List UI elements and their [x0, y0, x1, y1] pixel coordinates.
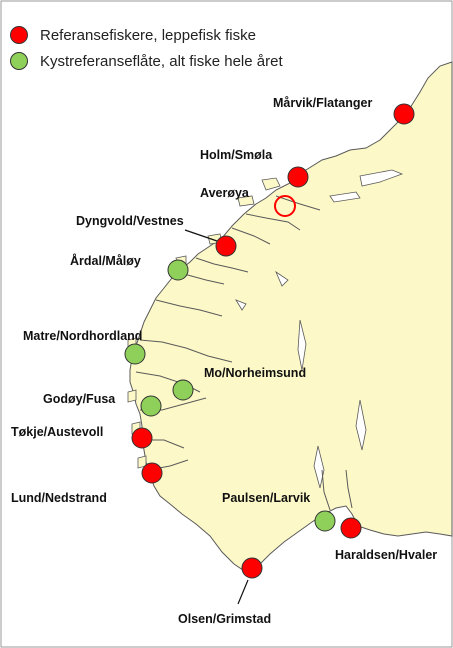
site-label-mo: Mo/Norheimsund — [204, 366, 307, 380]
marker-godoy — [140, 395, 162, 417]
site-label-matre: Matre/Nordhordland — [23, 329, 143, 343]
land-norway — [129, 61, 453, 573]
site-label-ardal: Årdal/Måløy — [70, 254, 141, 268]
site-label-haraldsen: Haraldsen/Hvaler — [335, 548, 438, 562]
site-label-olsen: Olsen/Grimstad — [178, 612, 272, 626]
legend-item-coastal-fleet: Kystreferanseflåte, alt fiske hele året — [10, 48, 283, 74]
site-label-holm: Holm/Smøla — [200, 148, 273, 162]
site-label-tokje: Tøkje/Austevoll — [11, 425, 104, 439]
marker-matre — [124, 343, 146, 365]
marker-averoya — [274, 195, 296, 217]
legend-item-reference-fishers: Referansefiskere, leppefisk fiske — [10, 22, 283, 48]
marker-haraldsen — [340, 517, 362, 539]
marker-lund — [141, 462, 163, 484]
marker-paulsen — [314, 510, 336, 532]
marker-ardal — [167, 259, 189, 281]
leader-lines — [184, 229, 249, 605]
map-legend: Referansefiskere, leppefisk fiske Kystre… — [10, 22, 283, 74]
legend-green-dot-icon — [10, 52, 28, 70]
site-label-averoya: Averøya — [200, 186, 249, 200]
legend-label-reference-fishers: Referansefiskere, leppefisk fiske — [40, 26, 256, 44]
marker-holm — [287, 166, 309, 188]
legend-label-coastal-fleet: Kystreferanseflåte, alt fiske hele året — [40, 52, 283, 70]
leader-line-dyngvold — [184, 229, 218, 242]
site-markers — [124, 103, 415, 579]
site-label-dyngvold: Dyngvold/Vestnes — [76, 214, 184, 228]
lakes — [235, 169, 404, 489]
marker-olsen — [241, 557, 263, 579]
site-label-lund: Lund/Nedstrand — [11, 491, 107, 505]
site-label-paulsen: Paulsen/Larvik — [222, 491, 311, 505]
legend-red-dot-icon — [10, 26, 28, 44]
site-label-marvik: Mårvik/Flatanger — [273, 96, 373, 110]
marker-tokje — [131, 427, 153, 449]
site-label-godoy: Godøy/Fusa — [43, 392, 116, 406]
marker-mo — [172, 379, 194, 401]
marker-dyngvold — [215, 235, 237, 257]
marker-marvik — [393, 103, 415, 125]
leader-line-olsen — [237, 579, 249, 605]
